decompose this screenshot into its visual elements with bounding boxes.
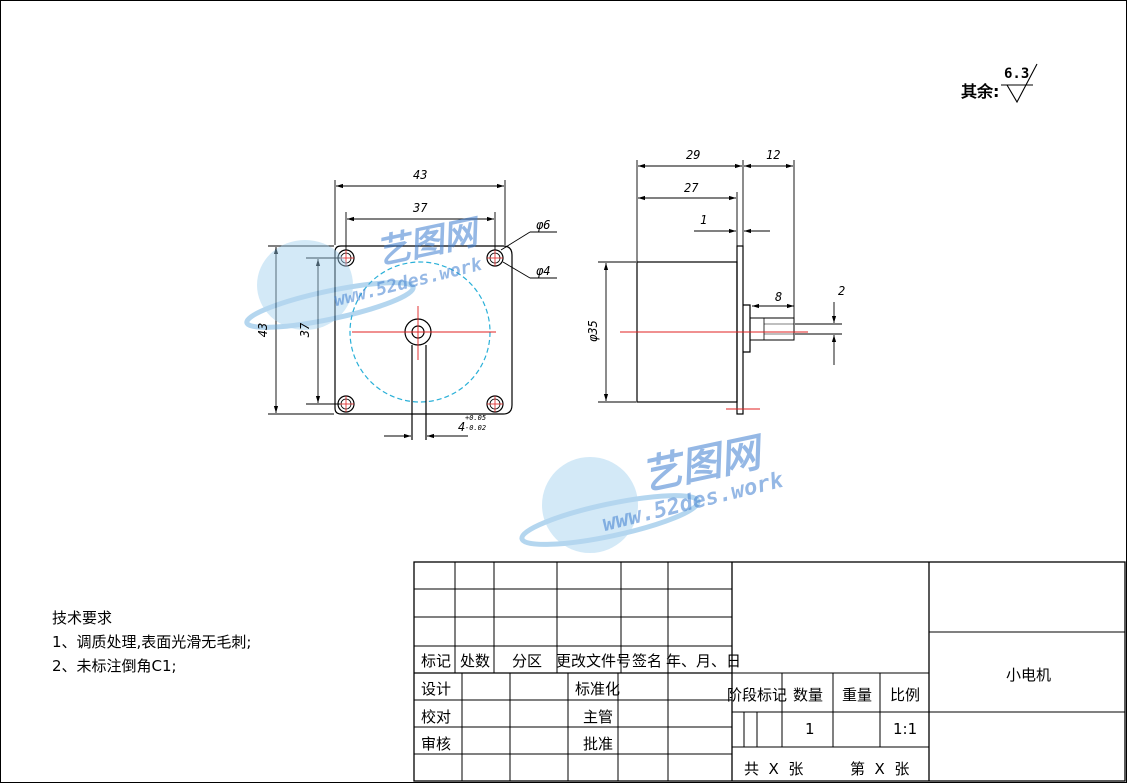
tb-quantity-value: 1 xyxy=(805,720,815,738)
dim-hole-spacing-37: 37 xyxy=(413,201,428,215)
front-dimension-lines xyxy=(268,180,557,439)
dim-height-43: 43 xyxy=(256,322,271,338)
front-outline xyxy=(334,245,513,415)
roughness-label: 其余: xyxy=(961,82,1000,101)
dim-hole-dia-4: φ4 xyxy=(536,264,551,278)
tech-requirement-1: 1、调质处理,表面光滑无毛刺; xyxy=(52,633,252,651)
dim-tol-lower: -0.02 xyxy=(465,424,487,432)
tech-requirements-title: 技术要求 xyxy=(52,609,113,627)
tb-approval-standard: 标准化 xyxy=(575,680,621,698)
front-view xyxy=(334,245,513,440)
tb-scale-value: 1:1 xyxy=(893,720,918,738)
tb-role-check: 校对 xyxy=(421,708,452,726)
tb-header-mark: 标记 xyxy=(421,652,452,670)
watermark-globe-1 xyxy=(244,240,416,330)
output-shaft xyxy=(749,317,795,341)
tb-header-change-doc: 更改文件号 xyxy=(556,652,632,670)
tb-header-count: 处数 xyxy=(460,652,491,670)
side-dimension-lines xyxy=(598,160,842,403)
mounting-flange xyxy=(736,245,744,415)
tb-weight-header: 重量 xyxy=(842,686,873,704)
tb-header-signature: 签名 xyxy=(632,652,663,670)
tb-approval-approve: 批准 xyxy=(583,735,614,753)
dim-length-29: 29 xyxy=(686,148,701,162)
dim-tol-main: 4 xyxy=(458,420,466,434)
roughness-value: 6.3 xyxy=(1004,66,1030,82)
tb-scale-header: 比例 xyxy=(890,686,921,704)
title-block-grid xyxy=(413,561,1126,782)
tb-header-zone: 分区 xyxy=(512,652,543,670)
dim-flange-1: 1 xyxy=(700,213,708,227)
side-view xyxy=(620,245,808,415)
tb-sheets-total: 共 X 张 xyxy=(744,760,804,778)
tb-role-design: 设计 xyxy=(421,680,452,698)
dim-shaft-2: 2 xyxy=(838,284,846,298)
watermark-globe-2 xyxy=(519,457,701,553)
dim-body-dia-35: φ35 xyxy=(585,320,600,342)
dim-shaft-8: 8 xyxy=(775,290,783,304)
tb-quantity-header: 数量 xyxy=(793,686,824,704)
dim-length-27: 27 xyxy=(684,181,699,195)
dim-length-12: 12 xyxy=(766,148,781,162)
tb-sheet-number: 第 X 张 xyxy=(850,760,910,778)
dim-hole-dia-6: φ6 xyxy=(536,218,551,232)
roughness-symbol xyxy=(1001,63,1038,104)
tb-role-review: 审核 xyxy=(421,735,452,753)
dim-tol-upper: +0.05 xyxy=(465,414,487,422)
tb-header-date: 年、月、日 xyxy=(666,652,742,670)
dim-hole-spacing-v-37: 37 xyxy=(298,322,313,338)
tb-part-name: 小电机 xyxy=(1006,666,1052,684)
tb-stage-mark: 阶段标记 xyxy=(727,686,788,704)
tech-requirement-2: 2、未标注倒角C1; xyxy=(52,657,177,675)
tb-approval-manager: 主管 xyxy=(583,708,614,726)
tech-requirements: 技术要求 1、调质处理,表面光滑无毛刺; 2、未标注倒角C1; xyxy=(52,606,251,678)
dim-width-43: 43 xyxy=(413,168,428,182)
